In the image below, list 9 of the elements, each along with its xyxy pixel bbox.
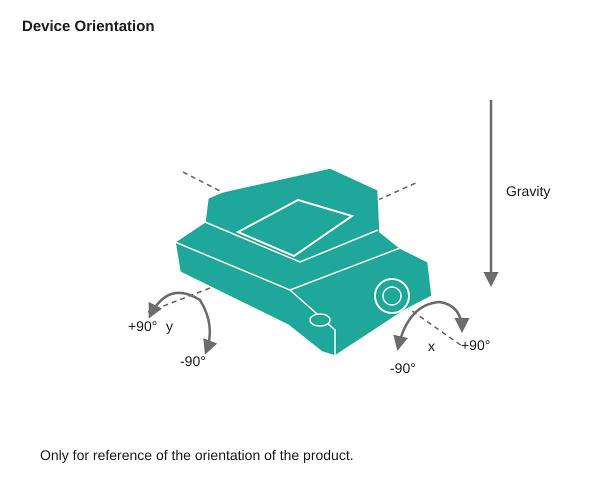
angle-label: -90° [180, 353, 206, 369]
axis-label: y [166, 318, 173, 334]
axis-label: x [428, 338, 435, 354]
caption: Only for reference of the orientation of the product. [40, 447, 354, 463]
gravity-label: Gravity [506, 183, 550, 199]
angle-label: +90° [461, 337, 490, 353]
angle-label: -90° [390, 360, 416, 376]
angle-label: +90° [128, 318, 158, 334]
diagram-title: Device Orientation [22, 19, 155, 35]
